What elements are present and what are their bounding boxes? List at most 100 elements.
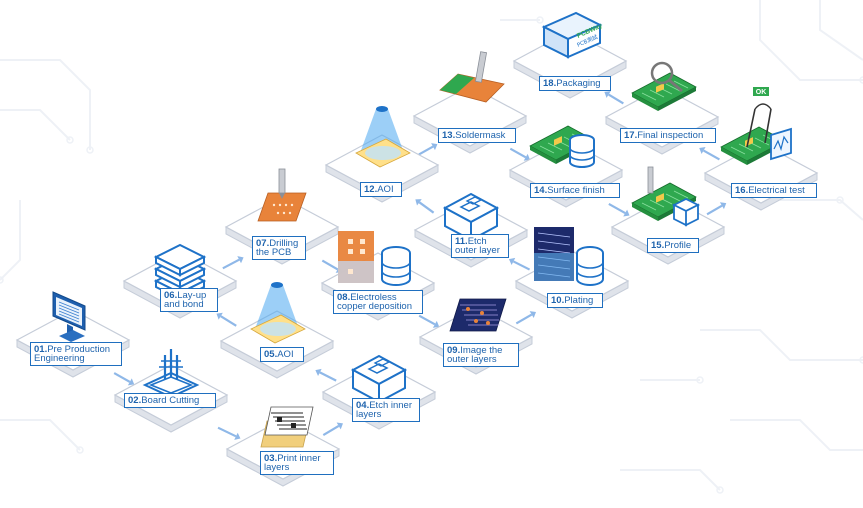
soldermask-icon <box>439 51 505 103</box>
electrical-test-icon: OK <box>720 87 792 165</box>
monitor-icon <box>52 291 86 342</box>
step-number: 06. <box>164 290 178 301</box>
step-label-16: 16.Electrical test <box>731 183 817 198</box>
flow-arrow <box>217 426 241 440</box>
flow-arrow <box>216 312 237 327</box>
step-title-line: Engineering <box>34 353 85 364</box>
step-number: 14. <box>534 185 548 196</box>
step-title-line: AOI <box>377 184 394 195</box>
magnifier-icon <box>650 61 674 85</box>
step-title-line: Profile <box>664 240 692 251</box>
step-label-17: 17.Final inspection <box>620 128 716 143</box>
etch-box-icon <box>350 354 408 404</box>
flow-arrow <box>322 422 343 437</box>
step-number: 03. <box>264 453 278 464</box>
step-number: 16. <box>735 185 749 196</box>
profile-router-icon <box>631 166 701 227</box>
drill-icon <box>257 168 307 222</box>
step-number: 09. <box>447 345 461 356</box>
step-title-line: outer layer <box>455 245 500 256</box>
step-number: 04. <box>356 400 370 411</box>
flow-arrow <box>113 372 135 386</box>
flow-arrow <box>315 368 337 382</box>
step-title-line: Drilling <box>269 238 299 249</box>
step-title-line: Pre Production <box>47 344 111 355</box>
surface-finish-icon <box>529 125 595 168</box>
circuit-background <box>0 0 863 494</box>
step-title-line: layers <box>356 409 382 420</box>
step-number: 08. <box>337 292 351 303</box>
flow-arrow <box>415 199 435 214</box>
step-title-line: Electrical test <box>748 185 805 196</box>
step-number: 10. <box>551 295 565 306</box>
step-number: 01. <box>34 344 48 355</box>
ok-badge <box>753 87 769 96</box>
aoi-scanner-icon <box>250 282 306 344</box>
pcb-board <box>631 72 697 111</box>
waveform-screen-icon <box>770 127 792 161</box>
step-title-line: Final inspection <box>637 130 704 141</box>
final-inspection-icon <box>631 61 697 111</box>
step-number: 15. <box>651 240 665 251</box>
step-number: 13. <box>442 130 456 141</box>
ok-badge-text: OK <box>756 89 767 96</box>
step-title-line: and bond <box>164 299 204 310</box>
inner-layer-print-icon <box>260 406 314 448</box>
flow-arrow <box>508 257 531 271</box>
step-title-line: Image the <box>460 345 503 356</box>
flow-arrow <box>608 202 630 217</box>
step-title-line: Soldermask <box>455 130 506 141</box>
step-title-line: Packaging <box>556 78 601 89</box>
flow-arrow <box>515 311 536 325</box>
process-tile <box>113 349 229 433</box>
flow-arrow <box>509 147 531 161</box>
step-number: 12. <box>364 184 378 195</box>
step-title-line: layers <box>264 462 290 473</box>
database-icon <box>569 134 595 168</box>
flow-arrow <box>604 91 624 105</box>
step-title-line: outer layers <box>447 354 497 365</box>
step-title-line: Surface finish <box>547 185 605 196</box>
plating-tank-icon <box>534 227 604 286</box>
step-number: 02. <box>128 395 142 406</box>
step-number: 17. <box>624 130 638 141</box>
step-number: 05. <box>264 349 278 360</box>
step-label-10: 10.Plating <box>547 293 603 308</box>
step-label-18: 18.Packaging <box>539 76 611 91</box>
step-label-14: 14.Surface finish <box>530 183 620 198</box>
step-label-05: 05.AOI <box>260 347 304 362</box>
step-title-line: Print inner <box>277 453 321 464</box>
flow-arrow <box>706 202 727 216</box>
step-title-line: Etch <box>467 236 487 247</box>
flow-arrow <box>418 314 440 328</box>
step-title-line: AOI <box>277 349 294 360</box>
process-tile <box>219 282 335 379</box>
step-title-line: Etch inner <box>369 400 412 411</box>
step-label-15: 15.Profile <box>647 238 699 253</box>
step-title-line: Board Cutting <box>141 395 200 406</box>
step-title-line: copper deposition <box>337 301 412 312</box>
step-label-02: 02.Board Cutting <box>124 393 216 408</box>
step-title-line: the PCB <box>256 247 292 258</box>
step-number: 18. <box>543 78 557 89</box>
step-label-12: 12.AOI <box>360 182 402 197</box>
step-label-13: 13.Soldermask <box>438 128 516 143</box>
outer-image-icon <box>449 298 507 332</box>
flow-arrow <box>222 256 244 270</box>
step-title-line: Plating <box>564 295 594 306</box>
step-number: 11. <box>455 236 468 247</box>
step-number: 07. <box>256 238 270 249</box>
step-title-line: Electroless <box>350 292 397 303</box>
aoi-scanner-icon <box>355 106 411 168</box>
copper-tank-icon <box>338 231 411 286</box>
step-title-line: Lay-up <box>177 290 207 301</box>
